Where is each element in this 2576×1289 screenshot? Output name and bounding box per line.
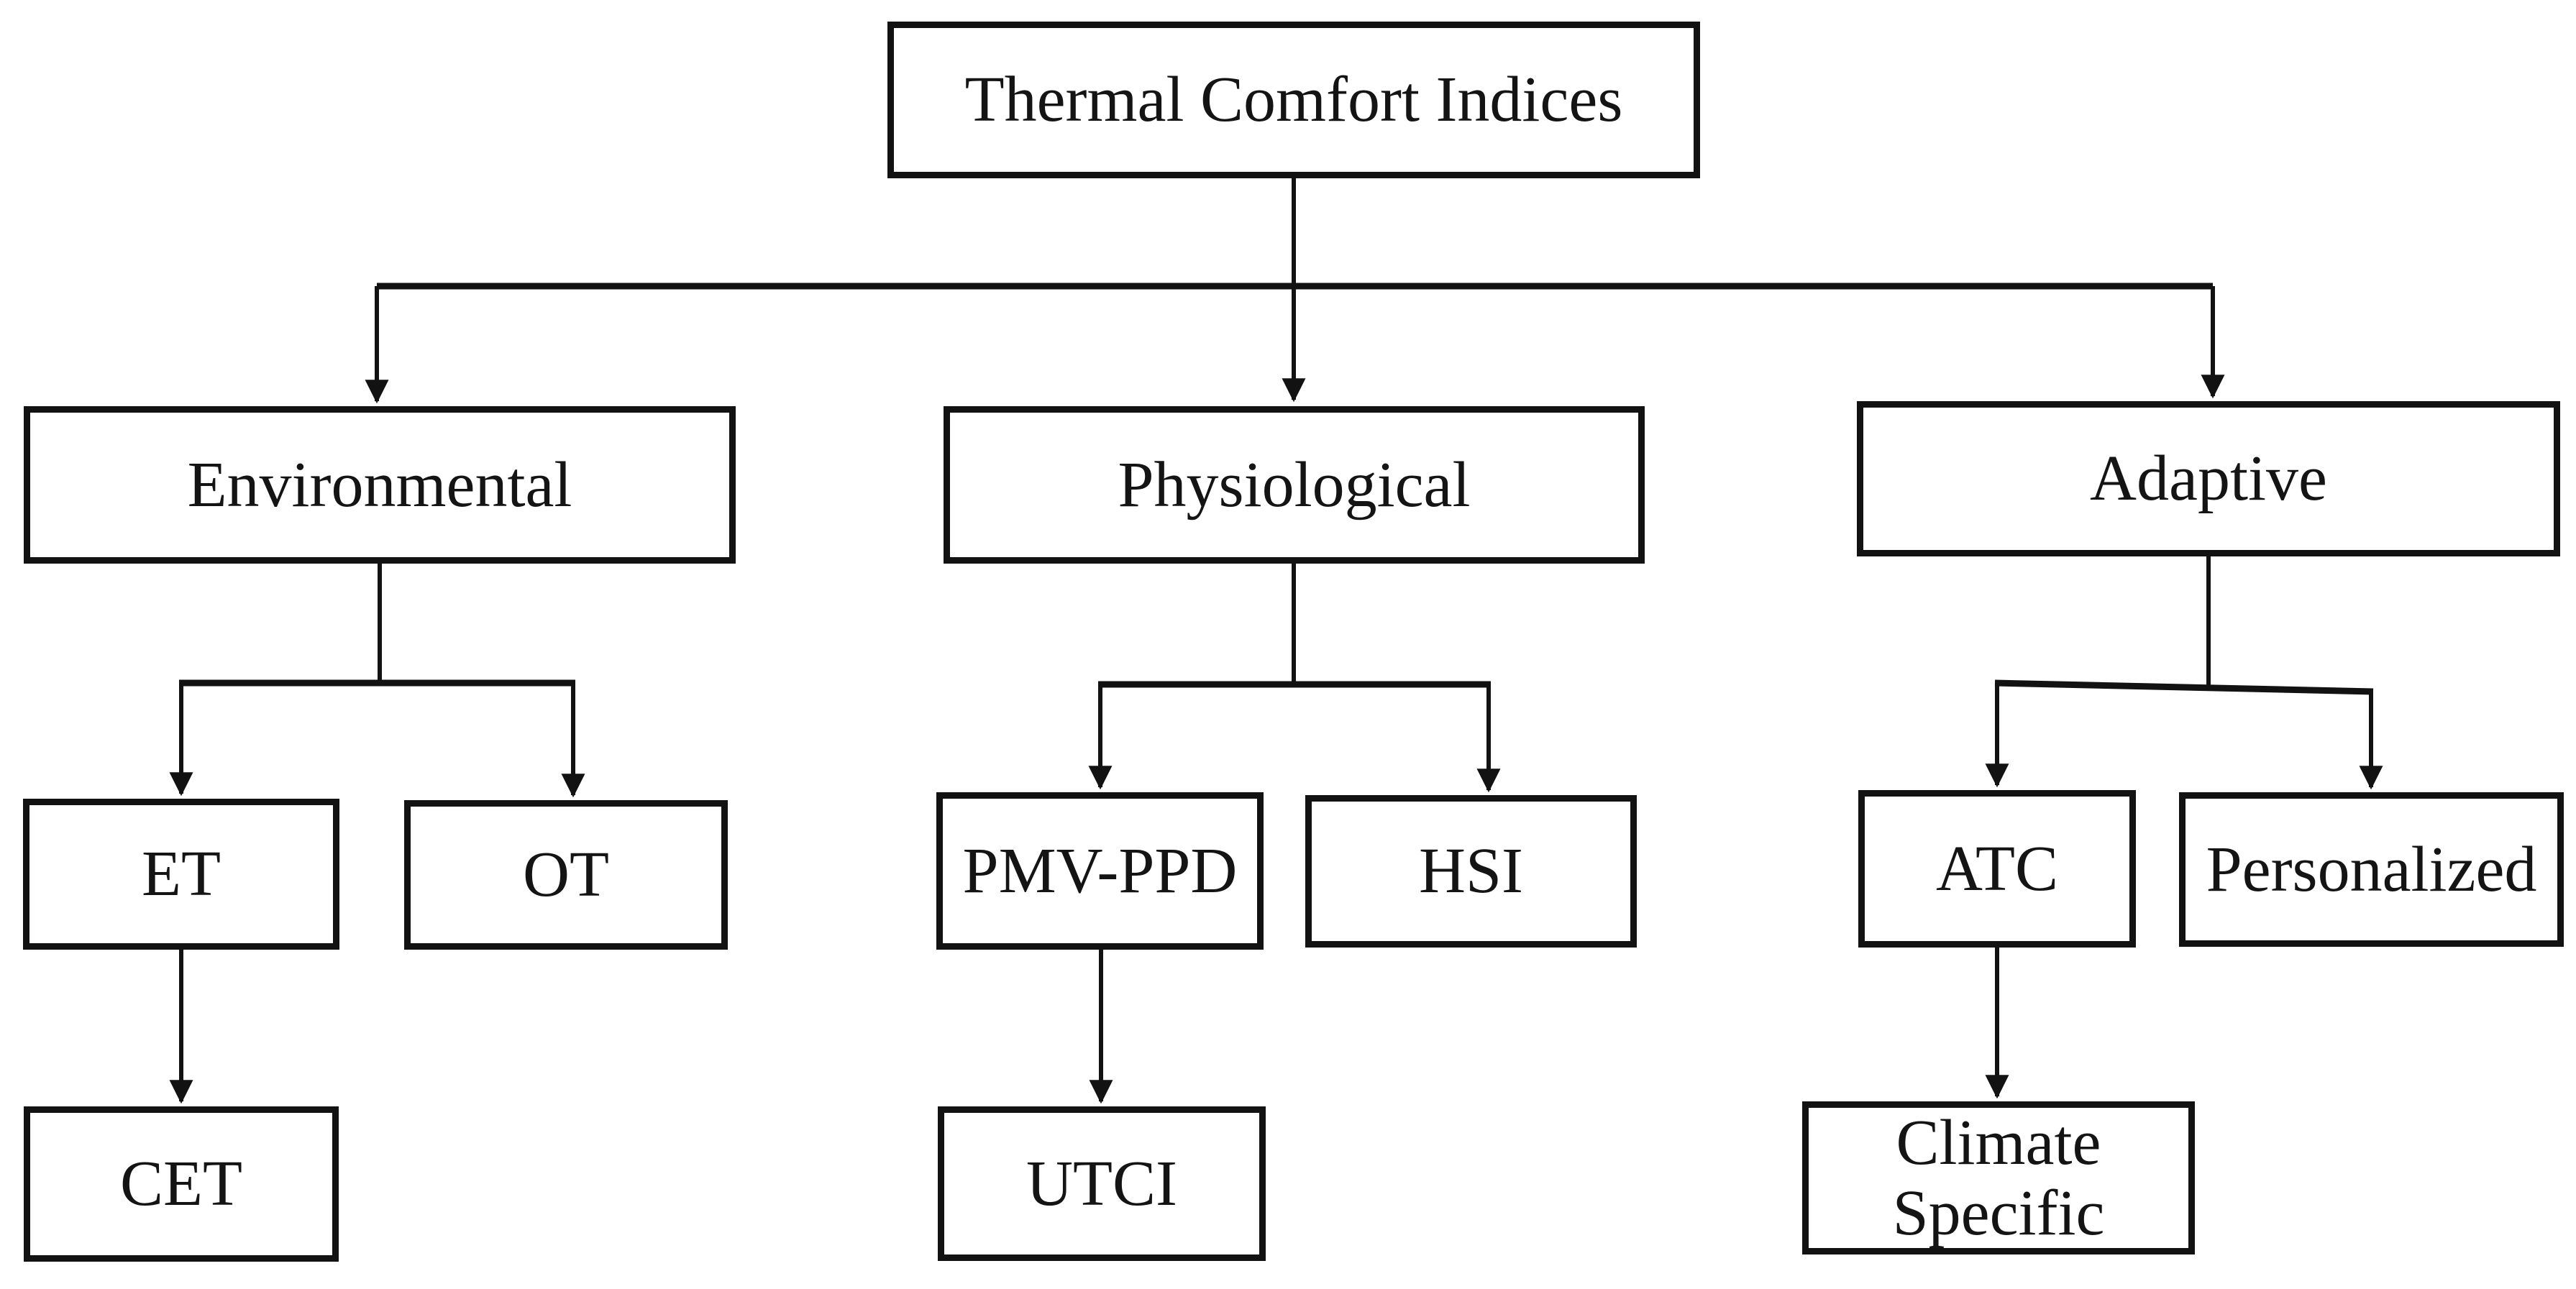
connector-adaptive-bus bbox=[1994, 679, 2374, 695]
node-environmental: Environmental bbox=[24, 406, 736, 564]
node-adaptive: Adaptive bbox=[1857, 401, 2560, 556]
node-ot: OT bbox=[404, 800, 728, 950]
node-personalized: Personalized bbox=[2179, 792, 2564, 947]
node-physiological: Physiological bbox=[944, 406, 1645, 564]
node-climate-specific: Climate Specific bbox=[1802, 1101, 2195, 1254]
node-cet: CET bbox=[24, 1106, 339, 1262]
node-pmv-ppd: PMV-PPD bbox=[936, 792, 1264, 950]
node-thermal-comfort-indices: Thermal Comfort Indices bbox=[887, 22, 1700, 178]
node-et: ET bbox=[23, 799, 339, 950]
node-atc: ATC bbox=[1858, 790, 2136, 948]
node-utci: UTCI bbox=[938, 1106, 1266, 1261]
node-hsi: HSI bbox=[1305, 795, 1637, 948]
